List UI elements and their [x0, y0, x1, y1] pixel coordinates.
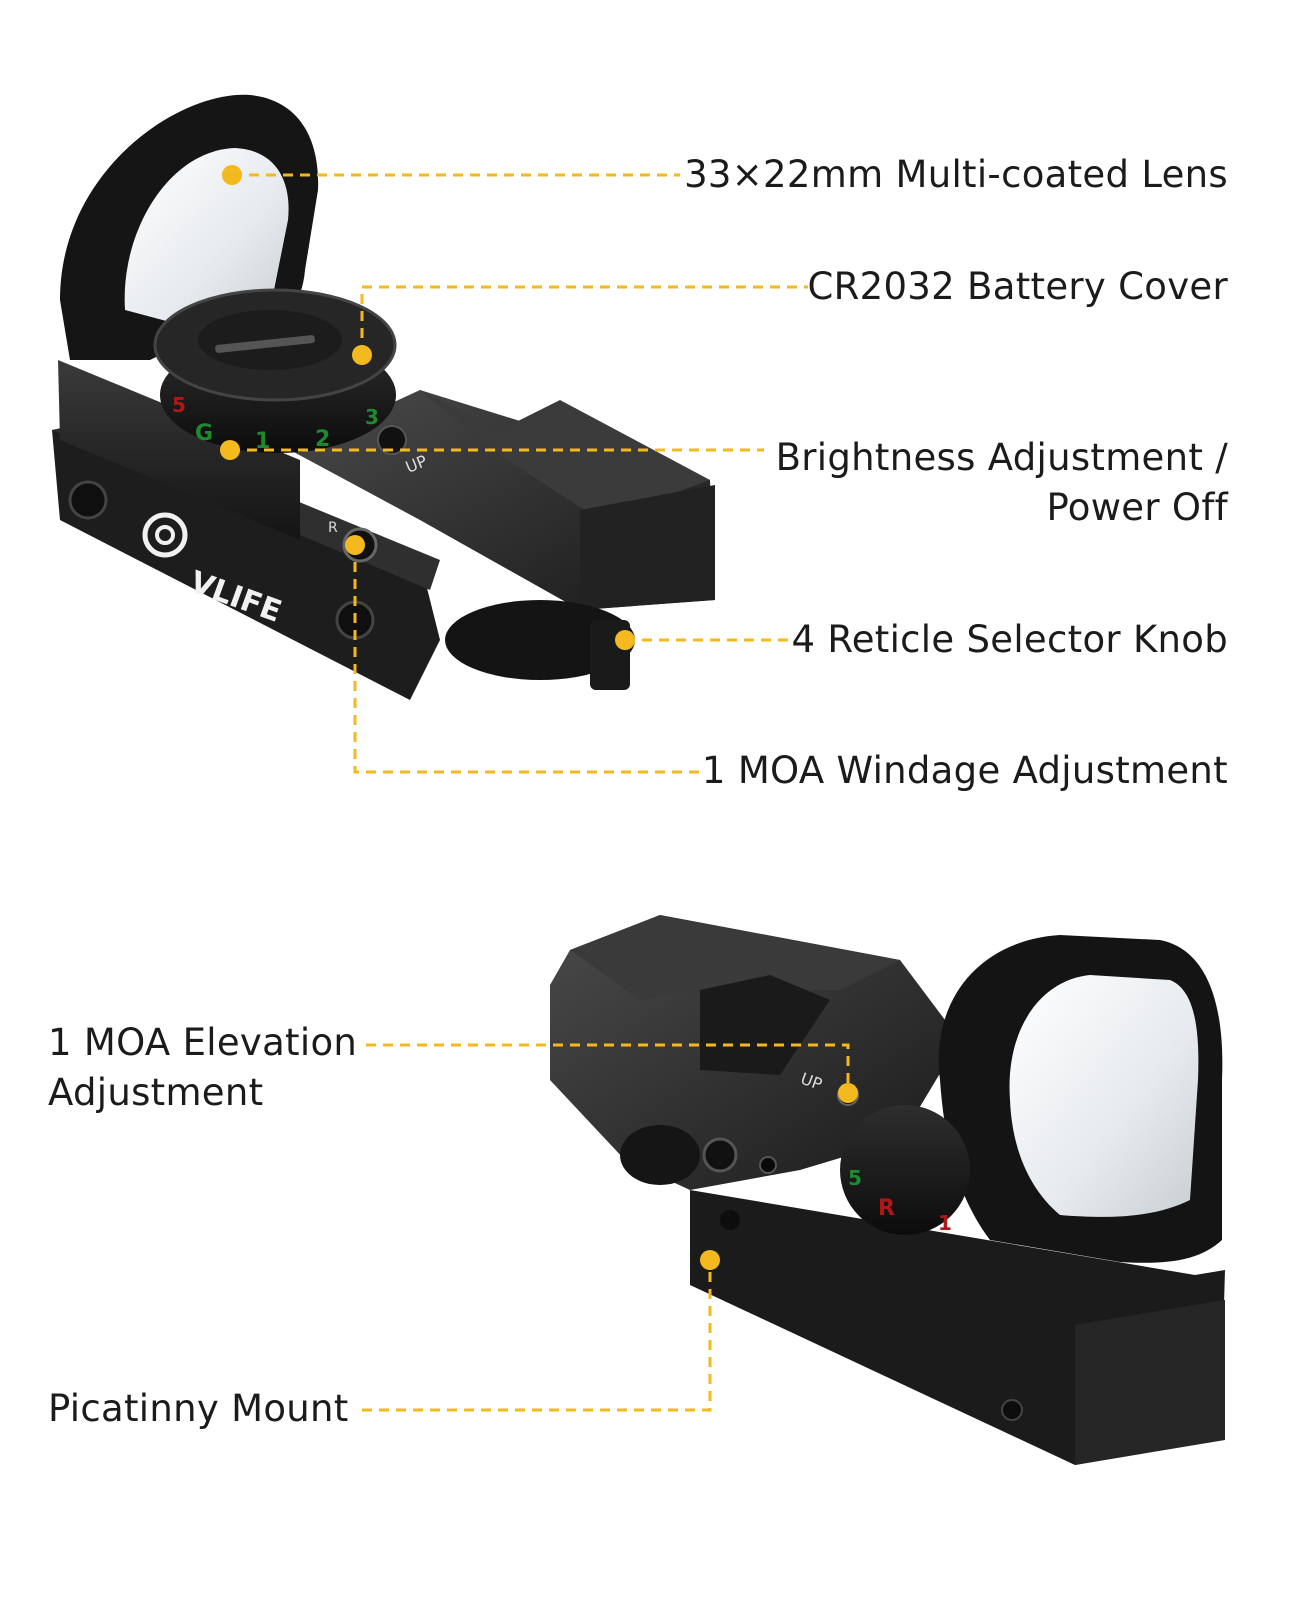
bottom-side-screw: [702, 1137, 738, 1173]
callout-elevation-adjustment: 1 MOA Elevation Adjustment: [48, 1018, 357, 1118]
bottom-dial-mark-1: 1: [938, 1211, 952, 1235]
bottom-leader-dots: [700, 1083, 858, 1270]
top-r-engraving: R: [328, 520, 338, 536]
bottom-dial-mark-5: 5: [848, 1166, 862, 1190]
top-leader-lines: [230, 173, 808, 774]
callout-windage-adjustment: 1 MOA Windage Adjustment: [702, 746, 1228, 796]
bottom-red-dot-sight: 5 R 1 UP: [550, 915, 1225, 1465]
top-dial-mark-3: 3: [365, 405, 379, 429]
top-dial-mark-1: 1: [255, 429, 270, 454]
top-dial-mark-g: G: [195, 421, 213, 446]
callout-text: Picatinny Mount: [48, 1387, 349, 1430]
callout-battery-cover: CR2032 Battery Cover: [807, 262, 1228, 312]
cvlife-logo: [142, 512, 188, 558]
top-dial-mark-2: 2: [315, 427, 330, 452]
top-dial-mark-5: 5: [172, 393, 186, 417]
callout-reticle-selector-knob: 4 Reticle Selector Knob: [791, 615, 1228, 665]
top-body-side: [58, 360, 300, 540]
callout-brightness-adjustment: Brightness Adjustment / Power Off: [776, 433, 1228, 533]
bottom-lens: [1009, 975, 1199, 1217]
top-selector-knob: [445, 600, 635, 680]
top-red-dot-sight: 5 G 1 2 3 UP R VLIFE: [52, 94, 715, 700]
callout-text: CR2032 Battery Cover: [807, 265, 1228, 308]
callout-multi-coated-lens: 33×22mm Multi-coated Lens: [684, 150, 1228, 200]
bottom-leader-lines: [362, 1043, 850, 1412]
callout-picatinny-mount: Picatinny Mount: [48, 1384, 349, 1434]
top-lens: [124, 148, 289, 330]
callout-line-1: Brightness Adjustment /: [775, 436, 1228, 479]
callout-line-2: Adjustment: [48, 1071, 264, 1114]
top-rail-screw-1: [68, 480, 108, 520]
callout-text: 33×22mm Multi-coated Lens: [684, 153, 1228, 196]
callout-line-2: Power Off: [1046, 486, 1228, 529]
callout-line-1: 1 MOA Elevation: [48, 1021, 358, 1064]
callout-text: 4 Reticle Selector Knob: [791, 618, 1228, 661]
top-leader-dots: [220, 165, 635, 650]
bottom-dial-mark-r: R: [878, 1196, 895, 1221]
top-elevation-screw: [377, 425, 407, 455]
callout-text: 1 MOA Windage Adjustment: [701, 749, 1228, 792]
